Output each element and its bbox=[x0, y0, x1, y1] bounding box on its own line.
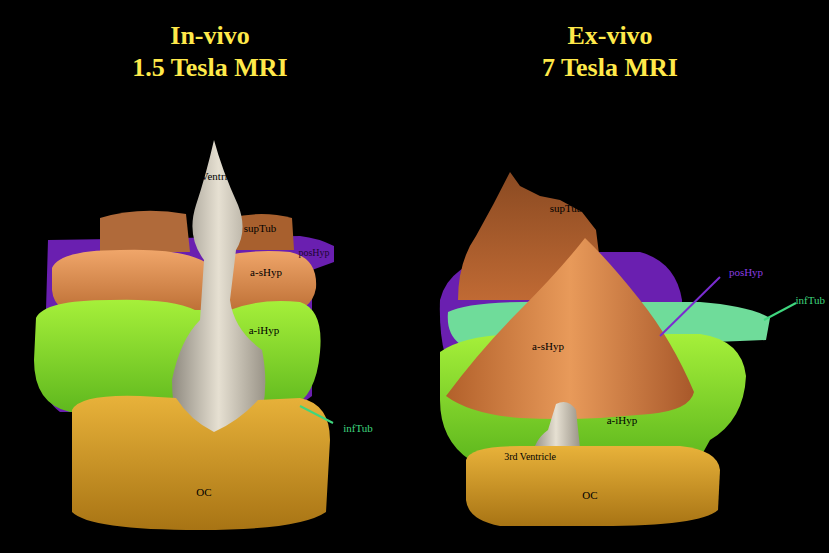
panel-heading: In-vivo bbox=[170, 22, 249, 51]
structure-label: infTub bbox=[343, 422, 373, 434]
structure-label: 3rd Ventricle bbox=[184, 170, 241, 182]
structure-label: OC bbox=[582, 489, 597, 501]
structure-label: posHyp bbox=[298, 247, 329, 258]
structure-label: a-sHyp bbox=[250, 266, 282, 278]
panel-heading: 1.5 Tesla MRI bbox=[132, 54, 287, 83]
structure-label: a-sHyp bbox=[532, 340, 564, 352]
structure-label: posHyp bbox=[729, 266, 763, 278]
panel-heading: Ex-vivo bbox=[567, 22, 652, 51]
structure-label: a-iHyp bbox=[607, 414, 638, 426]
structure-label: supTub bbox=[550, 202, 583, 214]
structure-label: 3rd Ventricle bbox=[504, 451, 556, 462]
structure-label: a-iHyp bbox=[249, 324, 280, 336]
structure-label: OC bbox=[196, 486, 211, 498]
ex-vivo-render bbox=[440, 172, 796, 526]
structure-label: supTub bbox=[244, 222, 277, 234]
in-vivo-render bbox=[34, 140, 334, 530]
panel-heading: 7 Tesla MRI bbox=[542, 54, 678, 83]
structure-label: infTub bbox=[795, 294, 825, 306]
